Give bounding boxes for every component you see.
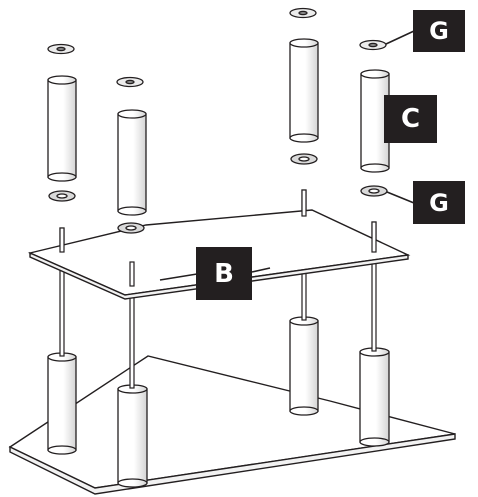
- upper-tubes: [47, 38, 390, 216]
- washer-upper-1: [47, 43, 75, 55]
- leader-lines: [159, 30, 415, 281]
- lower-standoff-front-left: [47, 352, 77, 455]
- label-g-washer-bottom: G: [413, 181, 465, 224]
- washer-lower-4: [360, 185, 388, 197]
- upper-tube-3: [289, 38, 319, 143]
- washer-upper-3: [289, 7, 317, 19]
- leader-line-b-right: [251, 267, 271, 273]
- upper-tube-1: [47, 75, 77, 182]
- lower-standoffs: [47, 316, 390, 488]
- washer-upper-4: [359, 39, 387, 51]
- washer-lower-1: [48, 190, 76, 202]
- lower-standoff-back-right: [359, 347, 390, 447]
- washer-lower-3: [290, 153, 318, 165]
- washer-lower-2: [117, 222, 145, 234]
- lower-standoff-front-middle: [117, 384, 148, 488]
- label-g-washer-top: G: [413, 10, 465, 52]
- label-b-glass-panel: B: [196, 247, 252, 300]
- washers-upper: [47, 7, 387, 88]
- lower-standoff-back-middle: [289, 316, 319, 416]
- rod-tips: [59, 189, 377, 287]
- upper-tube-2: [117, 109, 147, 216]
- leader-line-g-bottom: [386, 191, 415, 204]
- washers-lower: [48, 153, 388, 234]
- washer-upper-2: [116, 76, 144, 88]
- label-c-tube: C: [384, 95, 437, 143]
- leader-line-b-left: [159, 273, 198, 281]
- leader-line-g-top: [385, 30, 415, 45]
